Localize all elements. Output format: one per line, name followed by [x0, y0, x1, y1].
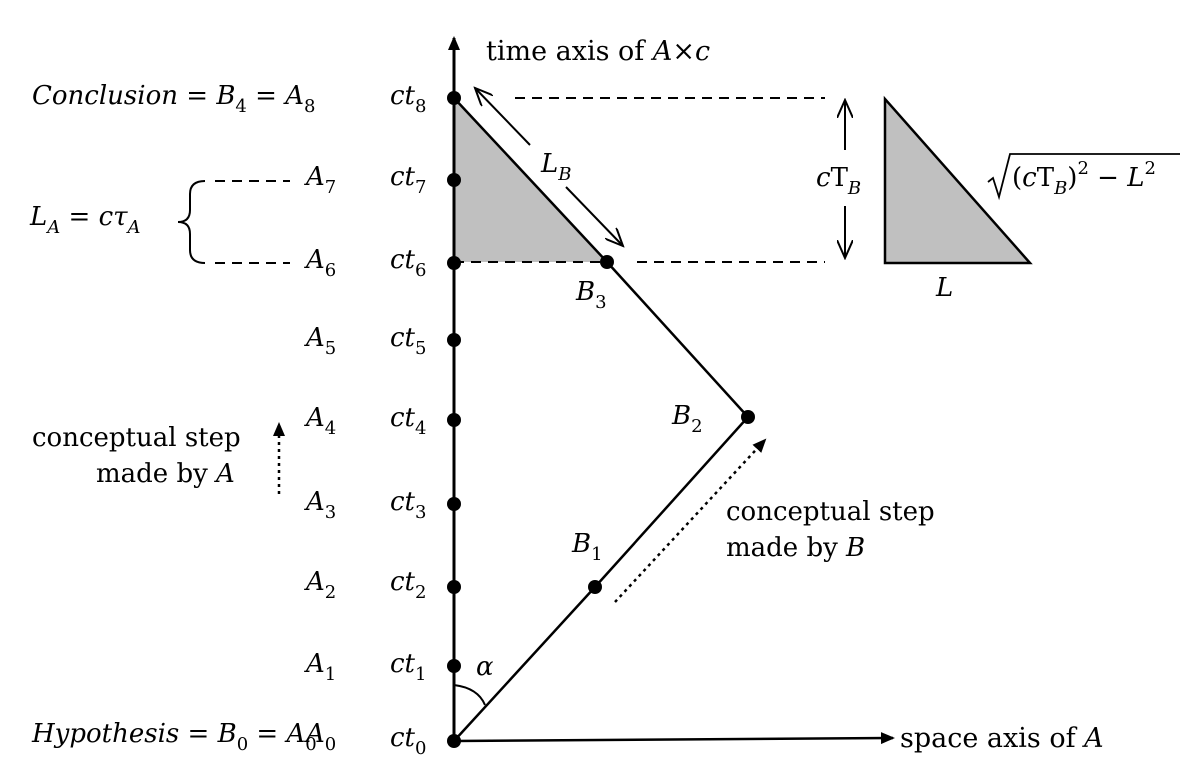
conclusion-label: Conclusion = B4 = A8 — [32, 81, 315, 117]
step-a-line1: conceptual step — [32, 423, 241, 453]
b3-label: B3 — [575, 277, 607, 313]
hypothesis-label: Hypothesis = B0 = A0 — [31, 719, 317, 755]
space-axis — [453, 732, 895, 745]
sqrt-sign — [987, 153, 1180, 201]
a-label-2: A2 — [304, 567, 336, 603]
ct-label-4: ct4 — [390, 403, 426, 439]
dot-a0 — [447, 734, 461, 748]
dot-a8 — [447, 91, 461, 105]
b1-label: B1 — [571, 529, 603, 565]
dot-a6 — [447, 256, 461, 270]
dot-a4 — [447, 413, 461, 427]
ctb-label: cTB — [816, 163, 861, 199]
lb-arrow-up — [475, 88, 531, 146]
a-label-1: A1 — [304, 649, 336, 685]
a-label-3: A3 — [304, 487, 336, 523]
ct-labels: ct0 ct1 ct2 ct3 ct4 ct5 ct6 ct7 ct8 — [390, 81, 426, 759]
ct-label-3: ct3 — [390, 487, 426, 523]
lb-arrow-down — [565, 186, 623, 246]
dot-b1 — [588, 580, 602, 594]
ct-label-5: ct5 — [390, 323, 426, 359]
hyp-label: (cTB)2 − L2 — [1012, 158, 1156, 199]
dot-a2 — [447, 580, 461, 594]
dot-a1 — [447, 659, 461, 673]
a-dots — [447, 91, 461, 748]
dot-a7 — [447, 173, 461, 187]
base-l-label: L — [935, 273, 953, 303]
a-label-5: A5 — [304, 323, 336, 359]
step-b-arrow — [614, 438, 767, 603]
b2-label: B2 — [671, 401, 703, 437]
a-label-6: A6 — [304, 245, 336, 281]
dot-b2 — [741, 410, 755, 424]
ct-label-8: ct8 — [390, 81, 426, 117]
ct-label-6: ct6 — [390, 245, 426, 281]
dot-a5 — [447, 333, 461, 347]
lb-label: LB — [540, 149, 572, 185]
right-triangle — [883, 95, 1033, 265]
dot-a3 — [447, 497, 461, 511]
dot-b3 — [600, 255, 614, 269]
alpha-label: α — [476, 652, 494, 682]
ct-label-1: ct1 — [390, 649, 426, 685]
ct-label-0: ct0 — [390, 723, 426, 759]
space-axis-label: space axis of A — [900, 723, 1104, 754]
time-axis-label: time axis of A×c — [486, 36, 710, 67]
step-a-line2: made by A — [96, 459, 235, 489]
brace-la — [177, 180, 206, 264]
ct-label-7: ct7 — [390, 162, 426, 198]
ct-label-2: ct2 — [390, 567, 426, 603]
step-b-line2: made by B — [726, 533, 865, 563]
angle-arc — [453, 684, 486, 706]
a-label-4: A4 — [304, 403, 336, 439]
a-labels: A0 A1 A2 A3 A4 A5 A6 A7 — [304, 162, 336, 755]
la-label: LA = cτA — [29, 202, 141, 238]
step-b-line1: conceptual step — [726, 497, 935, 527]
a-label-0: A0 — [304, 719, 336, 755]
a-label-7: A7 — [304, 162, 336, 198]
